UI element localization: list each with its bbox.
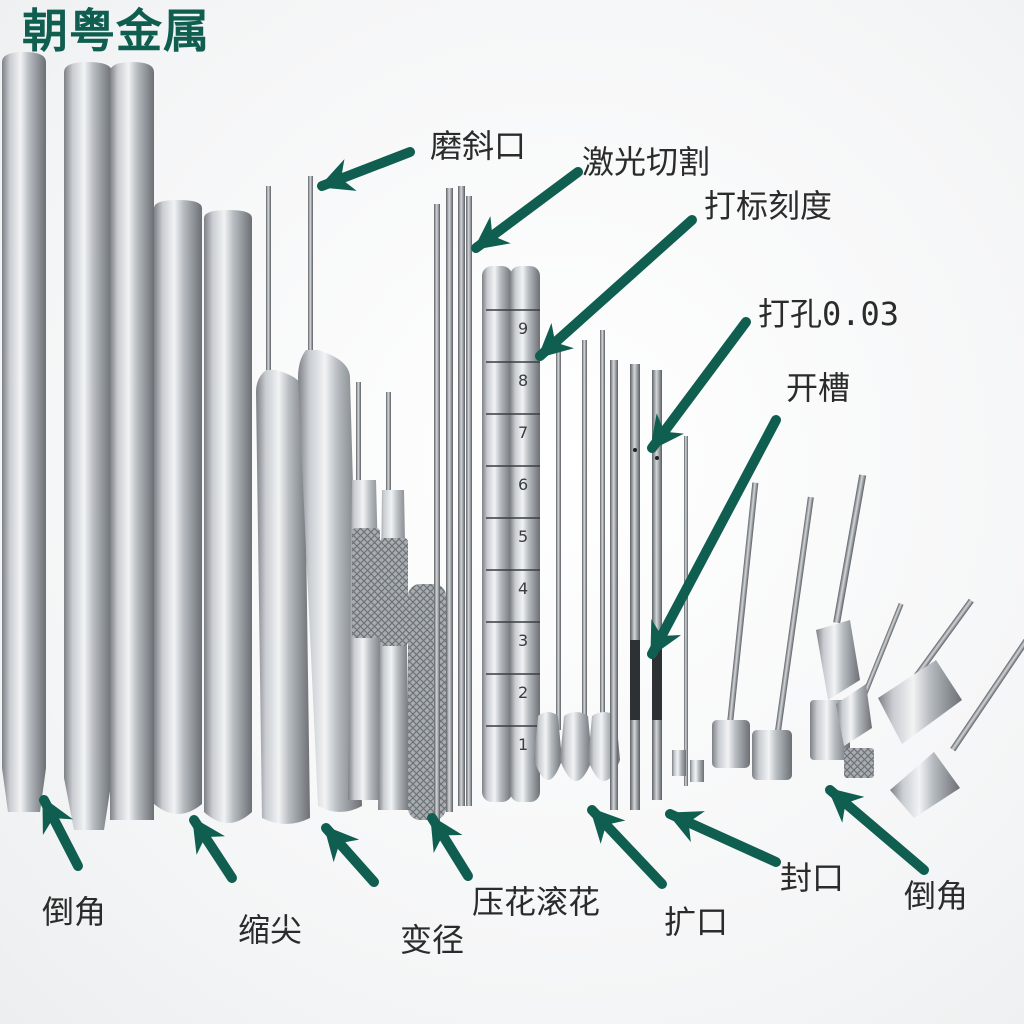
label-chamfer-right: 倒角 — [904, 877, 969, 915]
scale-number: 6 — [518, 475, 528, 494]
arrow-seal — [665, 809, 781, 867]
arrow-chamfer-right — [825, 785, 929, 875]
arrow-drill — [647, 317, 751, 453]
tapered-tube-2 — [298, 350, 362, 812]
tube-round-end-3 — [204, 210, 252, 823]
label-laser-cut: 激光切割 — [582, 143, 711, 181]
callout-arrows — [39, 147, 929, 889]
tube-chamfered-1 — [2, 52, 46, 812]
scale-number: 2 — [518, 683, 528, 702]
scale-number: 4 — [518, 579, 528, 598]
luer-fittings — [712, 474, 1024, 818]
tube-chamfered-2 — [64, 62, 112, 830]
scale-number: 3 — [518, 631, 528, 650]
label-chamfer-left: 倒角 — [42, 893, 107, 931]
arrow-chamfer-left — [39, 795, 83, 871]
knurled-parts — [348, 382, 446, 820]
scale-number: 8 — [518, 371, 528, 390]
tapered-needles — [256, 176, 362, 824]
tube-round-end-2 — [154, 200, 202, 814]
label-seal-end: 封口 — [780, 859, 845, 897]
large-tube-group — [2, 52, 252, 830]
thin-rods — [434, 186, 472, 824]
needle-tip-2 — [308, 176, 313, 356]
brand-title: 朝粤金属 — [22, 4, 210, 58]
label-flare: 扩口 — [664, 903, 729, 941]
label-knurling: 压花滚花 — [472, 883, 601, 921]
tube-round-end-1 — [110, 62, 154, 820]
arrow-slot — [647, 415, 781, 659]
arrow-taper — [189, 815, 237, 883]
needle-tip-1 — [266, 186, 271, 376]
scale-number: 1 — [518, 735, 528, 754]
label-drill-hole: 打孔0.03 — [758, 295, 900, 333]
graduated-tubes: 9 8 7 6 5 4 3 2 1 — [482, 266, 540, 802]
arrow-laser-cut — [471, 167, 583, 253]
label-reduce-diameter: 变径 — [400, 921, 465, 959]
arrow-bevel — [317, 147, 415, 191]
arrow-scale — [535, 215, 697, 361]
label-taper-tip: 缩尖 — [238, 911, 303, 949]
scale-number: 9 — [518, 319, 528, 338]
scale-number: 5 — [518, 527, 528, 546]
label-slot: 开槽 — [786, 369, 851, 407]
arrow-knurl — [427, 813, 473, 881]
tapered-tube-1 — [256, 370, 310, 824]
knurled-rod — [408, 584, 446, 820]
scale-number: 7 — [518, 423, 528, 442]
drilled-needles — [534, 330, 704, 810]
label-bevel-grind: 磨斜口 — [430, 127, 527, 165]
arrow-reduce — [321, 823, 379, 887]
arrow-flare — [587, 805, 667, 889]
label-scale-mark: 打标刻度 — [704, 187, 833, 225]
